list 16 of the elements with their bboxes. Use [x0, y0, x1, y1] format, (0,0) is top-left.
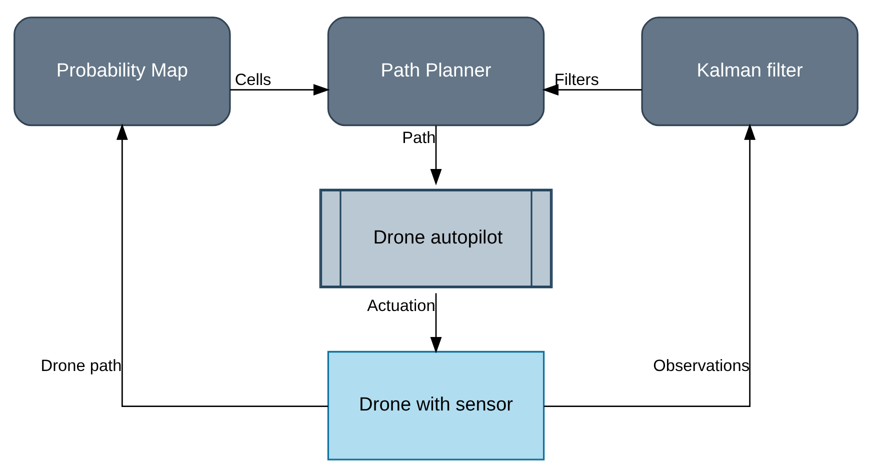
arrow: [542, 84, 642, 96]
edge-label: Drone path: [40, 356, 122, 375]
edge-label: Filters: [554, 70, 599, 89]
arrow: [230, 84, 330, 96]
arrow: [430, 292, 442, 353]
edge-label: Observations: [653, 356, 750, 375]
arrow: [430, 125, 442, 185]
edge-label: Cells: [234, 70, 272, 89]
arrow: [544, 122, 756, 407]
node-box: Kalman filter: [641, 16, 858, 126]
node-box: Drone with sensor: [327, 350, 545, 460]
node-box: Probability Map: [14, 16, 231, 126]
edge-label: Path: [402, 128, 436, 147]
arrow: [116, 122, 328, 407]
edge-label: Actuation: [367, 296, 436, 314]
node-box: Path Planner: [327, 16, 545, 126]
